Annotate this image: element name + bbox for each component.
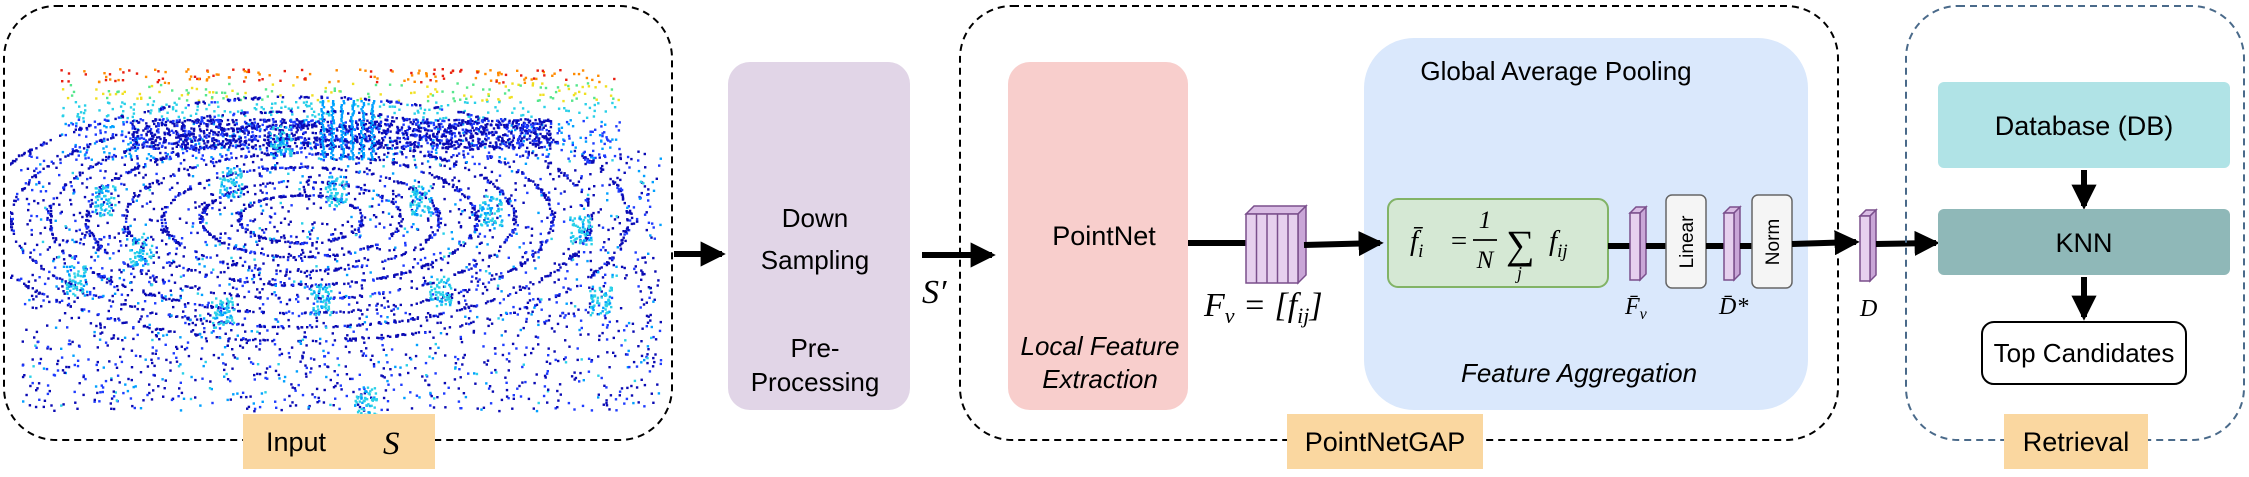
pointnet-title: PointNet [1052,221,1156,251]
pooled-feature-slab [1628,205,1648,282]
database-label: Database (DB) [1995,111,2174,141]
arrow-norm-to-descriptor [1791,230,1860,256]
global-descriptor-slab [1858,208,1878,283]
intermediate-descriptor-symbol: D̄* [1718,294,1748,320]
arrow-descriptor-to-knn [1875,230,1940,256]
intermediate-descriptor-slab [1722,205,1742,282]
top-candidates-label: Top Candidates [1994,338,2175,368]
input-label: Input [266,427,327,457]
input-label-box [243,414,435,469]
pointnet-caption-line-1: Local Feature [1021,331,1180,361]
pointnet-box [1008,62,1188,410]
database-box [1938,82,2230,168]
top-candidates-box [1981,321,2187,385]
retrieval-label: Retrieval [2023,427,2130,457]
preprocessing-line-1: Down [782,203,848,233]
local-features-equation: Fv = [fij] [1203,287,1323,328]
aggregation-caption: Feature Aggregation [1461,358,1697,388]
preprocessing-line-2: Sampling [761,245,869,275]
input-symbol: S [383,426,400,462]
input-group-border [3,5,673,441]
pointnetgap-label: PointNetGAP [1305,427,1466,457]
preprocessing-line-3: Pre- [790,333,839,363]
pooled-features-symbol: F̄v [1624,294,1648,323]
linear-layer-box [1665,194,1707,289]
arrow-features-to-pooling [1303,230,1384,257]
downsampled-symbol: S′ [922,274,947,311]
retrieval-label-box [2004,414,2148,469]
knn-box [1938,209,2230,275]
preprocessing-line-4: Processing [751,367,880,397]
knn-label: KNN [2055,228,2112,258]
pointnet-caption-line-2: Extraction [1042,364,1158,394]
local-feature-tensor [1244,204,1308,285]
pointnetgap-group-border [959,5,1839,441]
pointnetgap-label-box [1287,414,1483,469]
global-descriptor-symbol: D [1859,296,1877,322]
lidar-point-cloud [10,68,663,415]
aggregation-title: Global Average Pooling [1420,56,1691,86]
preprocessing-box [728,62,910,410]
norm-layer-label: Norm [1763,219,1784,265]
linear-layer-label: Linear [1677,215,1698,268]
